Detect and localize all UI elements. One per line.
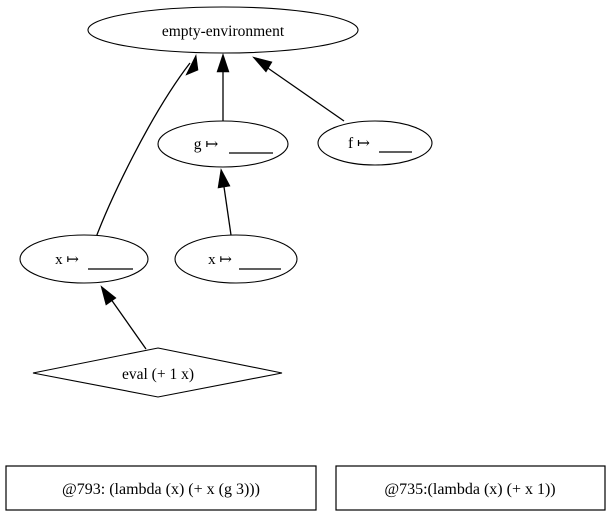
edge-g-to-empty-environment (216, 53, 230, 121)
rectangle-shape (5, 465, 317, 511)
ellipse-shape (87, 6, 359, 54)
box-label-closure-793: @793: (lambda (x) (+ x (g 3))) (62, 481, 260, 498)
arrowhead-icon (100, 285, 117, 306)
edge-line (107, 294, 147, 350)
edge-line (222, 179, 232, 236)
ellipse-shape (157, 120, 289, 168)
diamond-shape (32, 347, 283, 398)
node-frame-f[interactable]: f ↦ (317, 120, 433, 166)
rectangle-shape (335, 465, 606, 511)
arrowhead-icon (252, 56, 273, 73)
node-empty-environment[interactable]: empty-environment (87, 6, 359, 54)
node-label-frame-x-right: x ↦ (208, 252, 232, 268)
box-closure-735[interactable]: @735:(lambda (x) (+ x 1)) (335, 465, 606, 511)
edge-f-to-empty-environment (252, 56, 345, 122)
node-eval[interactable]: eval (+ 1 x) (32, 347, 283, 398)
edge-line (261, 63, 345, 122)
ellipse-shape (317, 120, 433, 166)
edge-x-right-to-g (217, 168, 232, 236)
edge-line (94, 62, 191, 241)
edge-eval-to-x-left (100, 285, 147, 350)
arrowhead-icon (217, 168, 231, 189)
node-frame-x-left[interactable]: x ↦ (19, 234, 149, 284)
node-frame-x-right[interactable]: x ↦ (174, 234, 298, 284)
arrowhead-icon (185, 53, 199, 76)
box-label-closure-735: @735:(lambda (x) (+ x 1)) (384, 481, 555, 498)
node-frame-g[interactable]: g ↦ (157, 120, 289, 168)
node-label-frame-g: g ↦ (194, 136, 219, 153)
ellipse-shape (19, 234, 149, 284)
node-label-empty-environment: empty-environment (162, 23, 285, 40)
box-closure-793[interactable]: @793: (lambda (x) (+ x (g 3))) (5, 465, 317, 511)
node-label-eval: eval (+ 1 x) (122, 366, 194, 383)
edge-x-left-to-empty-environment (94, 53, 199, 241)
ellipse-shape (174, 234, 298, 284)
node-label-frame-x-left: x ↦ (55, 252, 79, 268)
node-label-frame-f: f ↦ (348, 135, 370, 152)
arrowhead-icon (216, 53, 230, 73)
